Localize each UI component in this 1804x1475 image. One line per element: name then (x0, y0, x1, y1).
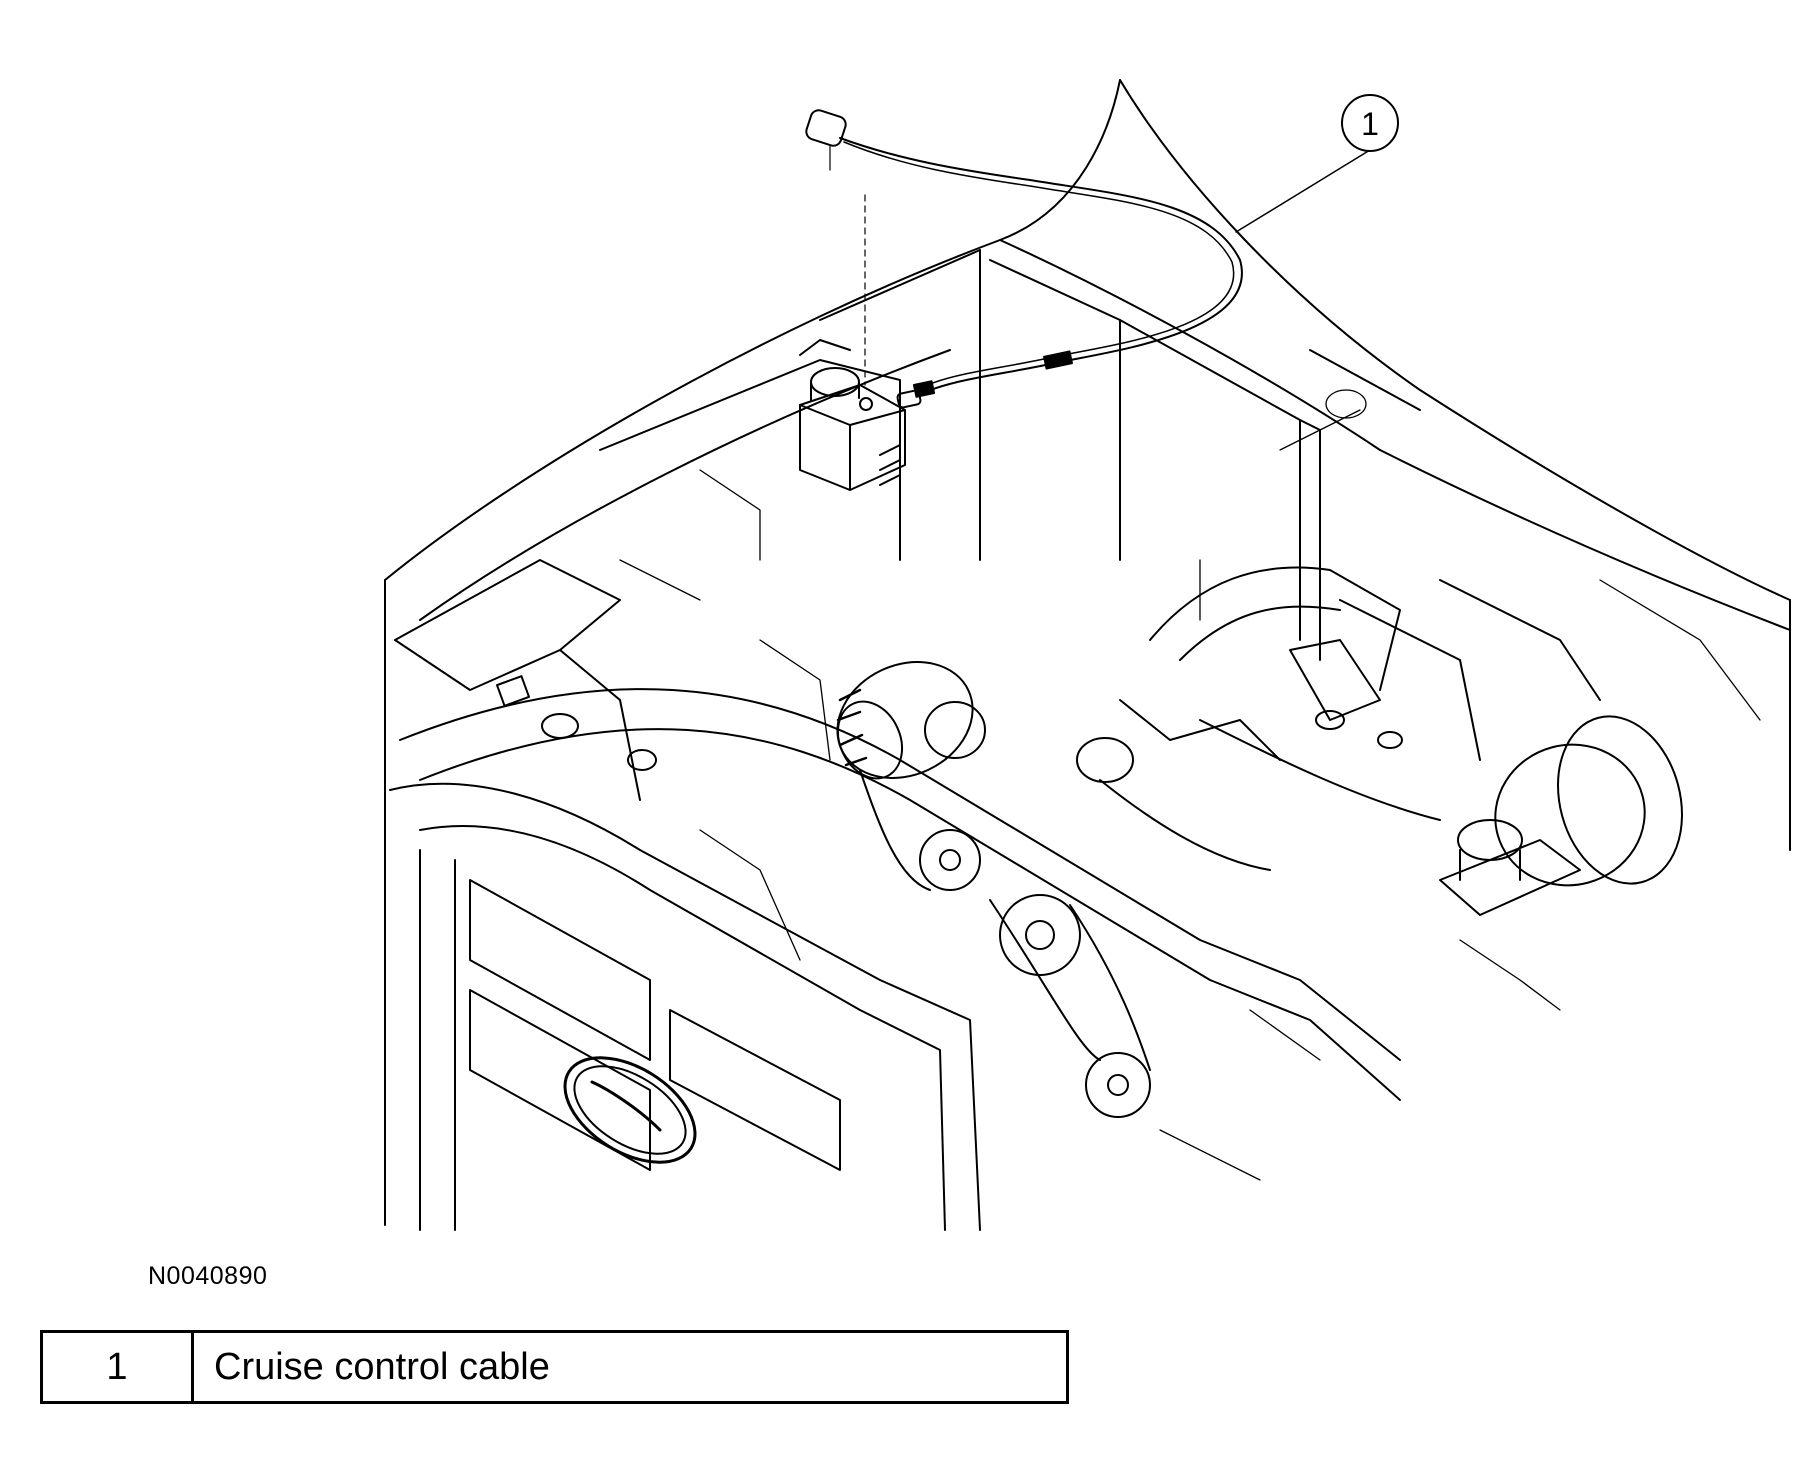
alternator-icon (836, 661, 986, 780)
legend-table: 1 Cruise control cable (40, 1330, 1069, 1404)
firewall-panels (599, 249, 1601, 761)
figure-id: N0040890 (148, 1262, 268, 1290)
speed-control-servo-icon (799, 144, 906, 491)
legend-row: 1 Cruise control cable (40, 1330, 1069, 1404)
accessory-drive (859, 769, 1151, 1118)
grille (389, 782, 981, 1231)
legend-description: Cruise control cable (191, 1330, 1069, 1404)
misc-detail-lines (619, 389, 1761, 1181)
callout-1: 1 (1341, 94, 1399, 152)
engine-compartment-illustration: 1 (384, 79, 1791, 1231)
intake-manifold (1076, 566, 1441, 871)
radiator-support (394, 559, 1401, 1101)
cruise-control-cable-icon (805, 109, 1371, 409)
ford-emblem-icon (563, 1056, 697, 1164)
legend-number: 1 (40, 1330, 194, 1404)
hood-outline (384, 79, 1791, 1226)
callout-number: 1 (1361, 106, 1379, 142)
brake-booster-icon (1439, 715, 1683, 916)
